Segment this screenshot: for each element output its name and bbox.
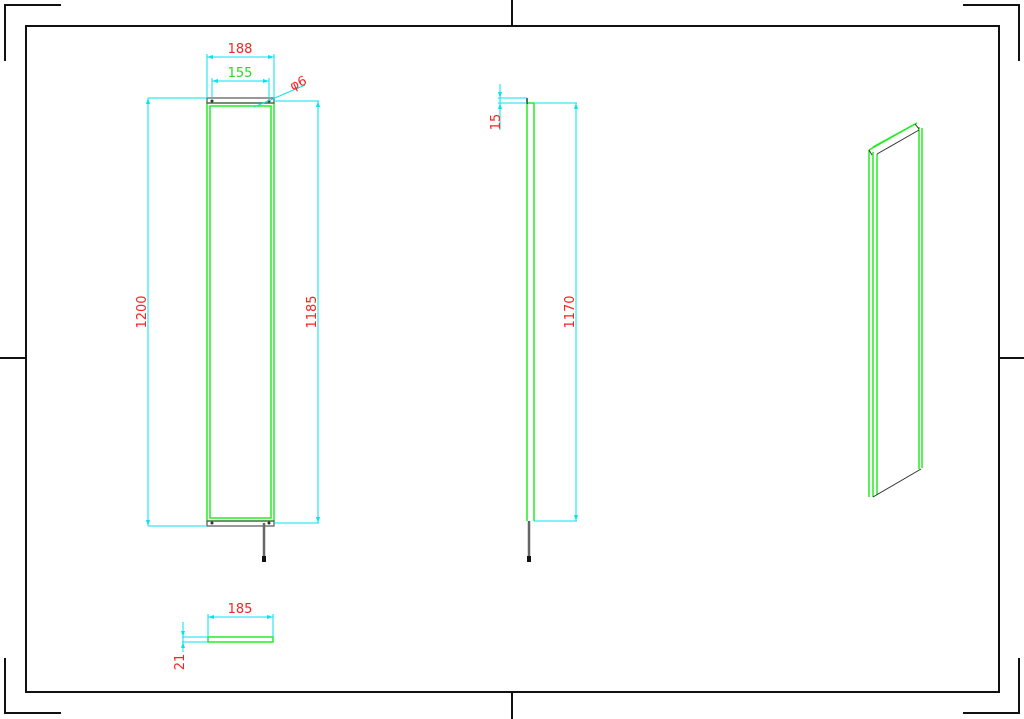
dim-hole-diameter: φ6: [288, 73, 310, 94]
dim-inner-height: 1185: [305, 295, 320, 328]
cable-plug: [262, 556, 266, 562]
top-view: 185 21: [173, 602, 274, 671]
dim-side-height: 1170: [563, 295, 578, 328]
dim-top-width: 185: [228, 602, 253, 617]
side-view: 15 1170: [489, 84, 578, 562]
dim-offset: 15: [489, 114, 504, 131]
front-view: 188 155 φ6 1200 1185: [135, 42, 320, 562]
dim-overall-height: 1200: [135, 295, 150, 328]
dim-thickness: 21: [173, 654, 188, 671]
dim-overall-width: 188: [228, 42, 253, 57]
cable-plug: [527, 556, 531, 562]
isometric-view: [868, 122, 923, 498]
dim-inner-width: 155: [228, 66, 253, 81]
